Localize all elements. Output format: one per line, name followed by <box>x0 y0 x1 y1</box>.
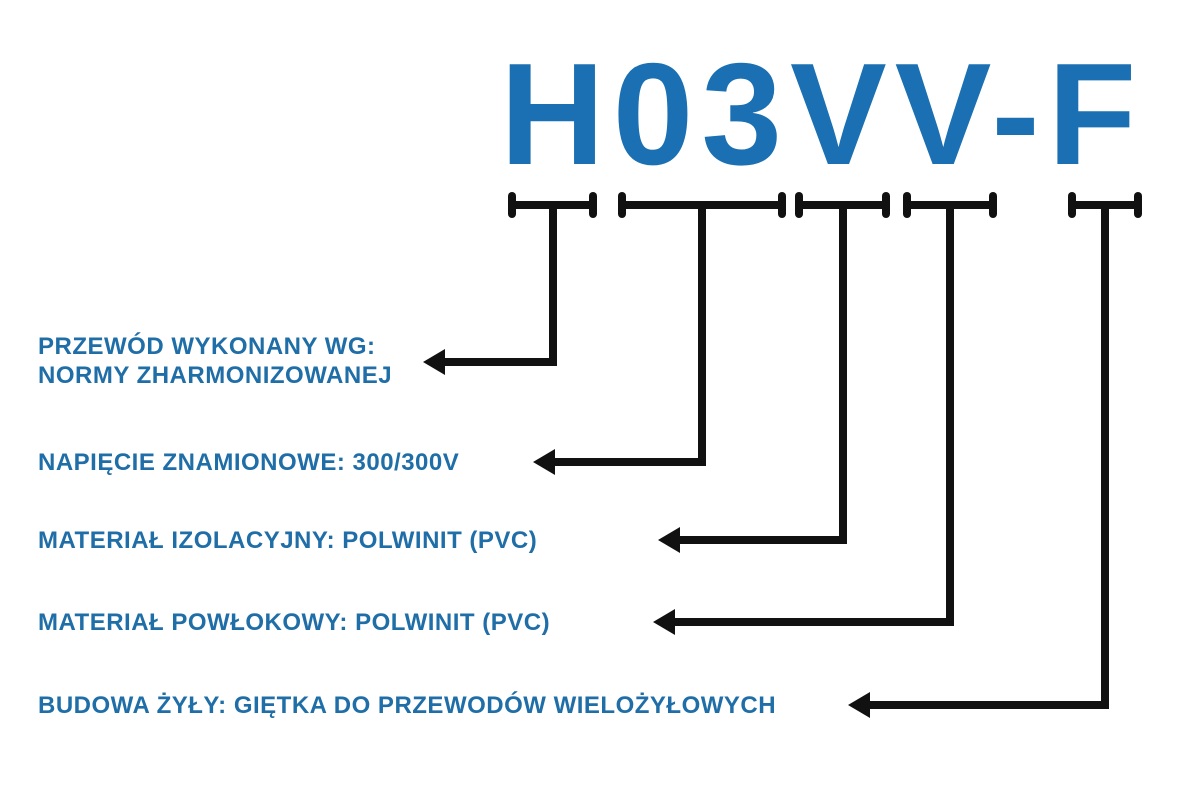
connector-vline-voltage <box>698 205 706 466</box>
connector-hline-insulation <box>678 536 847 544</box>
arrow-left-icon <box>848 692 870 718</box>
bracket-cap <box>882 192 890 218</box>
cable-code-title: H03VV-F <box>500 33 1145 195</box>
connector-vline-core <box>1101 205 1109 709</box>
connector-hline-sheath <box>673 618 954 626</box>
connector-hline-standard <box>443 358 557 366</box>
label-harmonized-standard: PRZEWÓD WYKONANY WG: NORMY ZHARMONIZOWAN… <box>38 332 392 390</box>
label-core-construction: BUDOWA ŻYŁY: GIĘTKA DO PRZEWODÓW WIELOŻY… <box>38 691 776 720</box>
arrow-left-icon <box>423 349 445 375</box>
arrow-left-icon <box>533 449 555 475</box>
bracket-cap <box>589 192 597 218</box>
connector-vline-insulation <box>839 205 847 544</box>
label-line: PRZEWÓD WYKONANY WG: <box>38 333 376 360</box>
connector-vline-sheath <box>946 205 954 626</box>
connector-vline-standard <box>549 205 557 366</box>
connector-hline-voltage <box>553 458 706 466</box>
label-sheath-material: MATERIAŁ POWŁOKOWY: POLWINIT (PVC) <box>38 608 550 637</box>
label-line: MATERIAŁ POWŁOKOWY: POLWINIT (PVC) <box>38 609 551 636</box>
label-line: BUDOWA ŻYŁY: GIĘTKA DO PRZEWODÓW WIELOŻY… <box>38 692 777 719</box>
bracket-cap <box>1134 192 1142 218</box>
label-insulation-material: MATERIAŁ IZOLACYJNY: POLWINIT (PVC) <box>38 526 537 555</box>
connector-hline-core <box>868 701 1109 709</box>
label-rated-voltage: NAPIĘCIE ZNAMIONOWE: 300/300V <box>38 448 459 477</box>
arrow-left-icon <box>658 527 680 553</box>
label-line: NORMY ZHARMONIZOWANEJ <box>38 362 393 389</box>
bracket-cap <box>778 192 786 218</box>
arrow-left-icon <box>653 609 675 635</box>
label-line: NAPIĘCIE ZNAMIONOWE: 300/300V <box>38 449 460 476</box>
bracket-cap <box>989 192 997 218</box>
label-line: MATERIAŁ IZOLACYJNY: POLWINIT (PVC) <box>38 527 538 554</box>
